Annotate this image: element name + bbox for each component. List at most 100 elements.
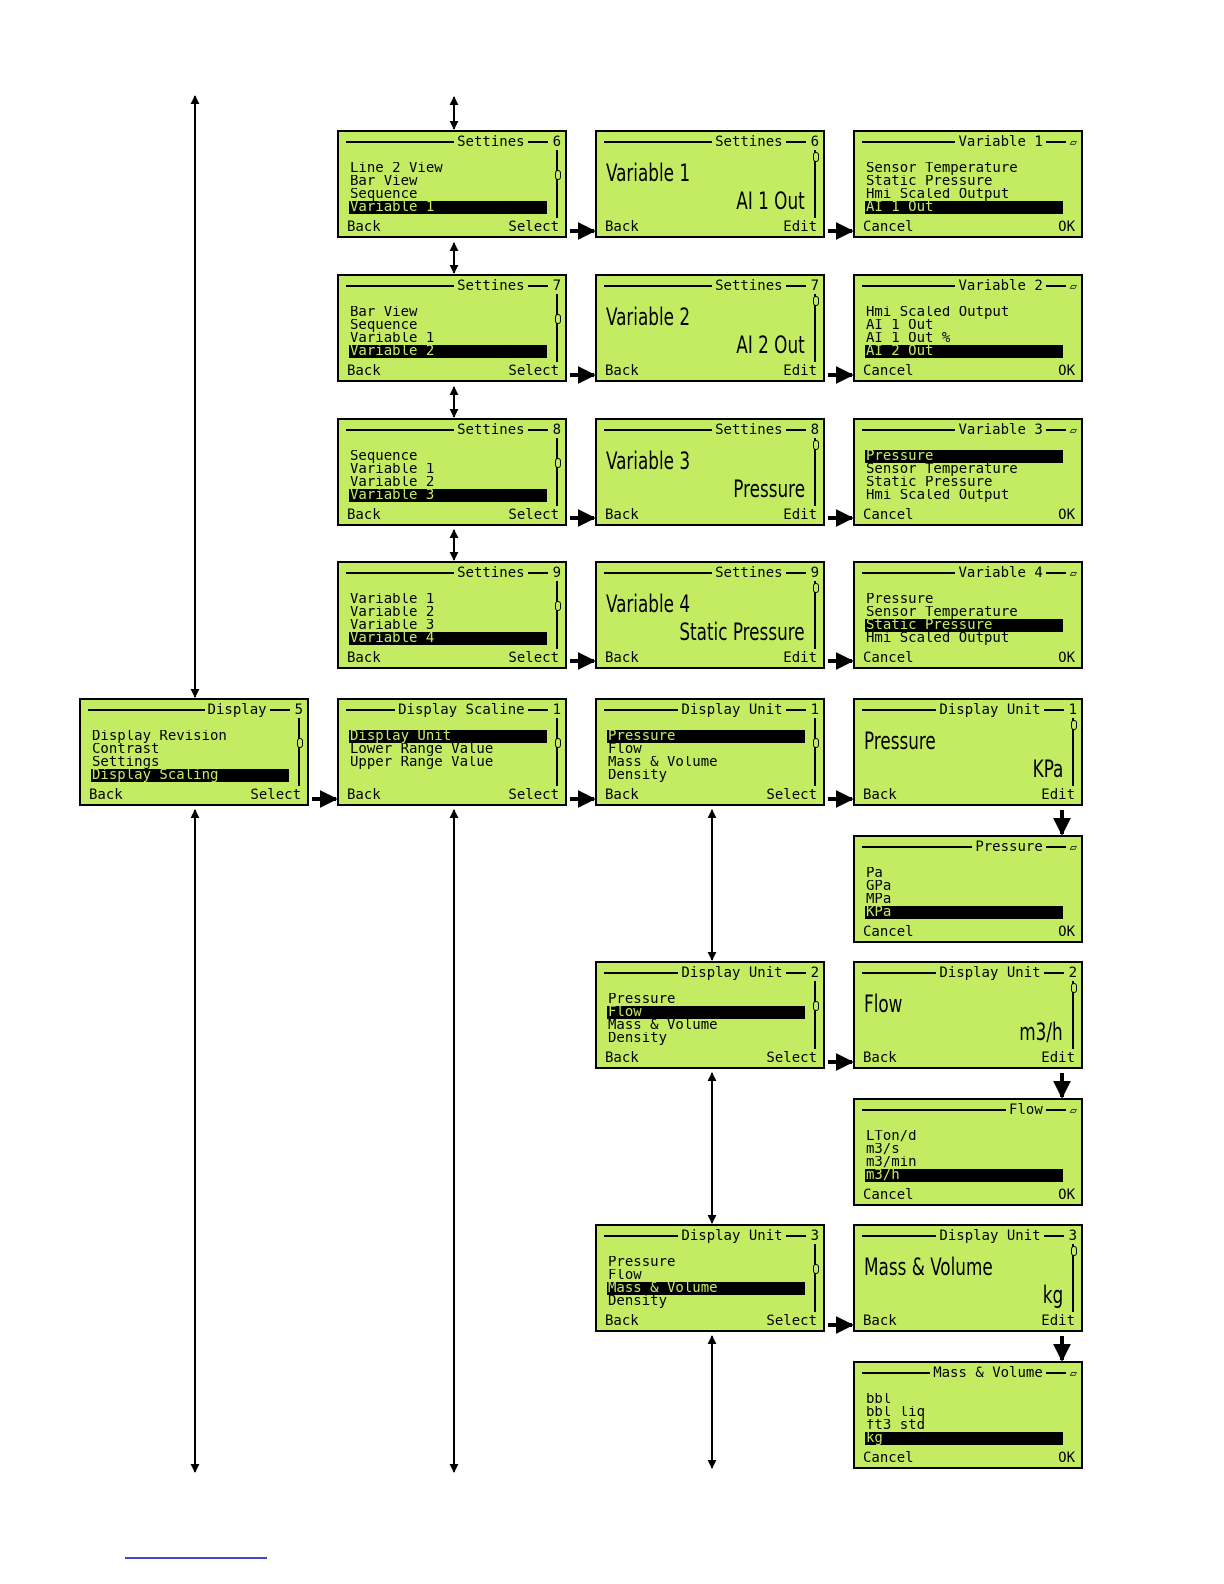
softkey-left[interactable]: Back (863, 787, 897, 803)
softkey-left[interactable]: Cancel (863, 363, 914, 379)
softkey-right[interactable]: Select (250, 787, 301, 803)
scrollbar-knob[interactable] (813, 583, 819, 593)
menu-item[interactable]: Variable 1 (350, 332, 435, 345)
softkey-left[interactable]: Back (863, 1313, 897, 1329)
menu-item-selected[interactable]: m3/h (865, 1169, 1063, 1182)
menu-item[interactable]: Density (608, 1295, 668, 1308)
menu-item-selected[interactable]: Variable 3 (349, 489, 547, 502)
menu-item[interactable]: MPa (866, 893, 892, 906)
scrollbar[interactable] (1072, 718, 1074, 786)
menu-item[interactable]: Hmi Scaled Output (866, 632, 1010, 645)
softkey-right[interactable]: Select (508, 650, 559, 666)
menu-item-selected[interactable]: AI 2 Out (865, 345, 1063, 358)
menu-item[interactable]: Upper Range Value (350, 756, 494, 769)
softkey-right[interactable]: OK (1058, 219, 1075, 235)
menu-item[interactable]: Flow (608, 743, 642, 756)
softkey-left[interactable]: Back (863, 1050, 897, 1066)
scrollbar-knob[interactable] (813, 738, 819, 748)
menu-item[interactable]: Display Revision (92, 730, 227, 743)
menu-item[interactable]: ft3 std (866, 1419, 926, 1432)
softkey-left[interactable]: Back (347, 507, 381, 523)
menu-item[interactable]: bbl liq (866, 1406, 926, 1419)
softkey-left[interactable]: Cancel (863, 1450, 914, 1466)
menu-item[interactable]: Sensor Temperature (866, 162, 1018, 175)
scrollbar[interactable] (814, 1244, 816, 1312)
scrollbar-knob[interactable] (555, 170, 561, 180)
menu-item[interactable]: Variable 1 (350, 463, 435, 476)
menu-item[interactable]: m3/s (866, 1143, 900, 1156)
menu-item-selected[interactable]: Variable 1 (349, 201, 547, 214)
menu-item[interactable]: bbl (866, 1393, 892, 1406)
softkey-left[interactable]: Back (347, 363, 381, 379)
scrollbar[interactable] (814, 581, 816, 649)
menu-item[interactable]: Pressure (608, 1256, 676, 1269)
scrollbar[interactable] (814, 438, 816, 506)
softkey-left[interactable]: Cancel (863, 219, 914, 235)
menu-item[interactable]: Static Pressure (866, 476, 993, 489)
softkey-right[interactable]: OK (1058, 507, 1075, 523)
softkey-left[interactable]: Back (605, 650, 639, 666)
menu-item[interactable]: Static Pressure (866, 175, 993, 188)
menu-item[interactable]: Variable 2 (350, 476, 435, 489)
scrollbar[interactable] (1072, 1244, 1074, 1312)
menu-item-selected[interactable]: Flow (607, 1006, 805, 1019)
softkey-left[interactable]: Back (347, 219, 381, 235)
scrollbar-knob[interactable] (813, 1264, 819, 1274)
scrollbar[interactable] (1072, 981, 1074, 1049)
menu-item[interactable]: Bar View (350, 306, 418, 319)
scrollbar-knob[interactable] (813, 296, 819, 306)
scrollbar-knob[interactable] (297, 738, 303, 748)
menu-item[interactable]: Bar View (350, 175, 418, 188)
menu-item[interactable]: Sensor Temperature (866, 463, 1018, 476)
softkey-right[interactable]: Select (508, 787, 559, 803)
menu-item-selected[interactable]: Display Scaling (91, 769, 289, 782)
menu-item-selected[interactable]: Pressure (607, 730, 805, 743)
menu-item[interactable]: Sequence (350, 188, 418, 201)
softkey-left[interactable]: Cancel (863, 507, 914, 523)
softkey-right[interactable]: Edit (1041, 1050, 1075, 1066)
menu-item-selected[interactable]: Static Pressure (865, 619, 1063, 632)
menu-item[interactable]: AI 1 Out (866, 319, 934, 332)
softkey-left[interactable]: Back (605, 1313, 639, 1329)
scrollbar-knob[interactable] (1071, 720, 1077, 730)
scrollbar[interactable] (814, 150, 816, 218)
scrollbar-knob[interactable] (555, 314, 561, 324)
softkey-right[interactable]: OK (1058, 650, 1075, 666)
menu-item-selected[interactable]: Variable 2 (349, 345, 547, 358)
menu-item[interactable]: Sensor Temperature (866, 606, 1018, 619)
scrollbar[interactable] (556, 294, 558, 362)
scrollbar-knob[interactable] (555, 601, 561, 611)
softkey-right[interactable]: Edit (783, 219, 817, 235)
softkey-right[interactable]: Edit (783, 507, 817, 523)
menu-item[interactable]: GPa (866, 880, 892, 893)
scrollbar[interactable] (814, 718, 816, 786)
softkey-right[interactable]: Edit (783, 363, 817, 379)
menu-item-selected[interactable]: kg (865, 1432, 1063, 1445)
softkey-left[interactable]: Back (605, 219, 639, 235)
softkey-right[interactable]: Select (766, 1050, 817, 1066)
softkey-right[interactable]: Select (508, 507, 559, 523)
scrollbar-knob[interactable] (555, 738, 561, 748)
menu-item[interactable]: m3/min (866, 1156, 917, 1169)
menu-item-selected[interactable]: KPa (865, 906, 1063, 919)
menu-item[interactable]: Mass & Volume (608, 756, 718, 769)
softkey-right[interactable]: Edit (1041, 787, 1075, 803)
menu-item[interactable]: Settings (92, 756, 160, 769)
menu-item[interactable]: Variable 1 (350, 593, 435, 606)
softkey-left[interactable]: Back (605, 787, 639, 803)
menu-item[interactable]: Pressure (866, 593, 934, 606)
softkey-right[interactable]: OK (1058, 1450, 1075, 1466)
menu-item[interactable]: AI 1 Out % (866, 332, 951, 345)
softkey-left[interactable]: Back (89, 787, 123, 803)
menu-item[interactable]: Contrast (92, 743, 160, 756)
scrollbar-knob[interactable] (813, 440, 819, 450)
menu-item[interactable]: Lower Range Value (350, 743, 494, 756)
scrollbar-knob[interactable] (555, 458, 561, 468)
menu-item-selected[interactable]: Variable 4 (349, 632, 547, 645)
menu-item[interactable]: Mass & Volume (608, 1019, 718, 1032)
softkey-right[interactable]: Select (508, 363, 559, 379)
menu-item[interactable]: Sequence (350, 319, 418, 332)
scrollbar[interactable] (298, 718, 300, 786)
menu-item[interactable]: Hmi Scaled Output (866, 188, 1010, 201)
menu-item[interactable]: LTon/d (866, 1130, 917, 1143)
